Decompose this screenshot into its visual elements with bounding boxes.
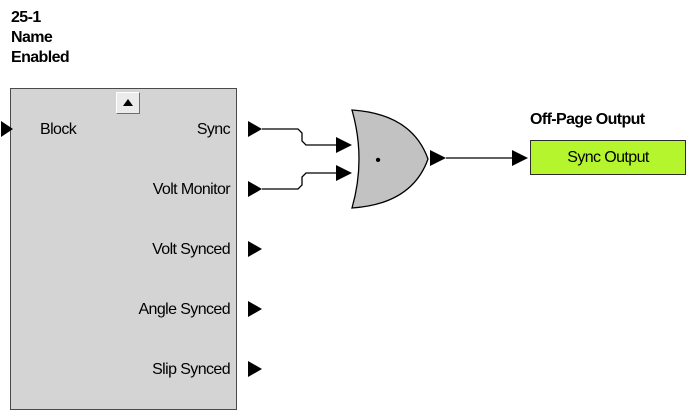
block-id: 25-1 xyxy=(11,9,41,26)
or-input-1-arrow xyxy=(336,137,352,153)
output-port-slip-synced-arrow[interactable] xyxy=(248,361,262,377)
offpage-output-title: Off-Page Output xyxy=(530,111,645,128)
output-port-volt-synced-arrow[interactable] xyxy=(248,241,262,257)
or-gate-symbol: • xyxy=(375,152,381,169)
output-port-label-slip-synced: Slip Synced xyxy=(152,361,231,378)
output-port-angle-synced-arrow[interactable] xyxy=(248,301,262,317)
output-port-label-sync: Sync xyxy=(196,121,231,138)
input-port-label-block: Block xyxy=(40,121,77,138)
wire-volt-monitor-to-or[interactable] xyxy=(262,172,336,190)
wire-sync-to-or[interactable] xyxy=(262,128,336,146)
function-block[interactable] xyxy=(10,88,237,410)
input-port-block-arrow[interactable] xyxy=(1,121,13,137)
or-gate[interactable] xyxy=(351,109,429,209)
output-port-label-angle-synced: Angle Synced xyxy=(138,301,230,318)
block-status: Enabled xyxy=(11,49,70,66)
output-port-sync-arrow[interactable] xyxy=(248,121,262,137)
or-input-2-arrow xyxy=(336,165,352,181)
output-port-label-volt-monitor: Volt Monitor xyxy=(152,181,231,198)
caret-up-icon xyxy=(123,99,133,106)
output-port-label-volt-synced: Volt Synced xyxy=(152,241,231,258)
output-port-volt-monitor-arrow[interactable] xyxy=(248,181,262,197)
collapse-button[interactable] xyxy=(116,92,140,114)
or-output-arrow xyxy=(430,150,446,166)
offpage-input-arrow xyxy=(512,150,528,166)
offpage-output-block[interactable]: Sync Output xyxy=(530,140,686,175)
block-name: Name xyxy=(11,29,53,46)
